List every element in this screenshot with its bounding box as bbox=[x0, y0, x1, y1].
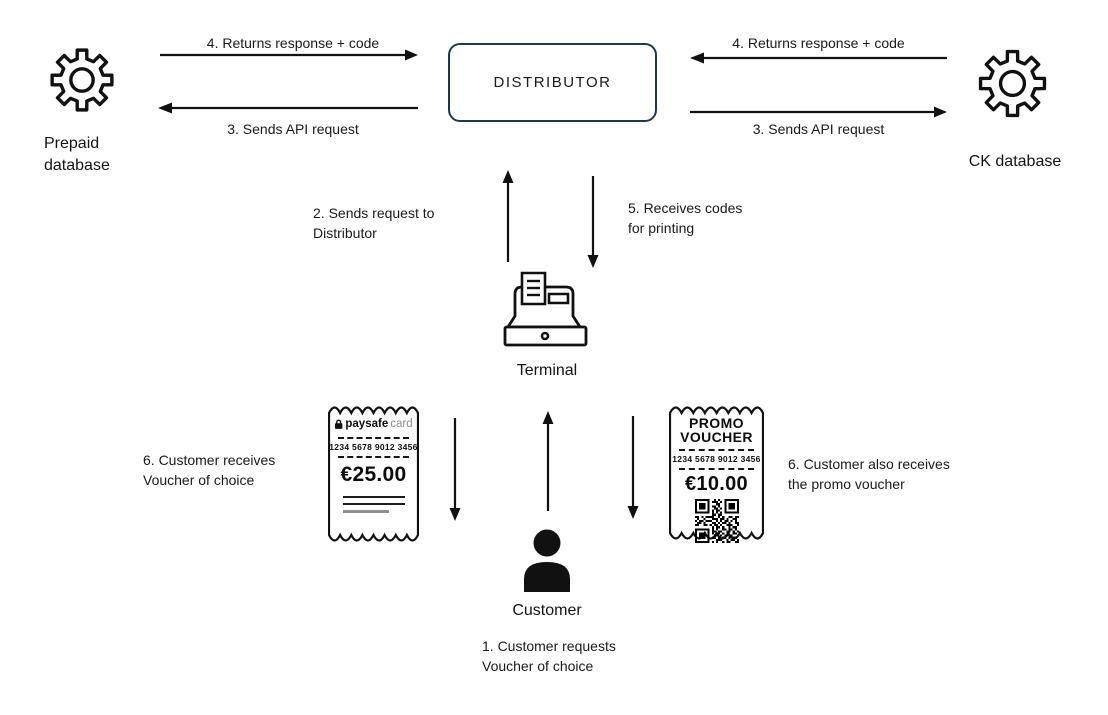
dashed-divider bbox=[338, 437, 409, 439]
arrow-customer-to-terminal bbox=[542, 411, 554, 511]
brand-name-light: card bbox=[390, 418, 413, 430]
arrow-prepaid-to-distributor bbox=[160, 49, 418, 61]
person-icon bbox=[524, 529, 570, 592]
arrow-terminal-to-customer-right bbox=[627, 416, 639, 519]
qr-code bbox=[694, 499, 739, 543]
dashed-divider bbox=[679, 449, 754, 451]
voucher-number: 1234 5678 9012 3456 bbox=[672, 454, 761, 464]
edge-label-customer-also-receives: 6. Customer also receives the promo vouc… bbox=[788, 456, 950, 492]
node-label-prepaid-database: Prepaid database bbox=[44, 135, 110, 174]
voucher-amount: €25.00 bbox=[340, 463, 407, 486]
node-distributor: DISTRIBUTOR bbox=[448, 43, 657, 122]
dashed-divider bbox=[338, 456, 409, 458]
node-label-ck-database: CK database bbox=[968, 153, 1062, 170]
receipt-outline bbox=[328, 406, 419, 542]
gear-icon bbox=[46, 44, 118, 116]
dashed-divider bbox=[679, 468, 754, 470]
edge-label-customer-requests: 1. Customer requests Voucher of choice bbox=[482, 638, 616, 674]
voucher-amount: €10.00 bbox=[685, 473, 748, 495]
arrow-ck-to-distributor bbox=[690, 52, 947, 64]
arrow-terminal-to-distributor bbox=[502, 170, 514, 262]
node-label-terminal: Terminal bbox=[516, 362, 578, 379]
node-label-distributor: DISTRIBUTOR bbox=[493, 74, 612, 91]
edge-label-returns-response-left: 4. Returns response + code bbox=[206, 35, 380, 51]
edge-label-sends-api-right: 3. Sends API request bbox=[752, 121, 885, 137]
lock-icon bbox=[335, 419, 343, 429]
arrow-distributor-to-ck bbox=[690, 106, 947, 118]
arrow-terminal-to-customer-left bbox=[449, 418, 461, 521]
edge-label-sends-api-left: 3. Sends API request bbox=[227, 121, 359, 137]
promo-voucher: PROMO VOUCHER 1234 5678 9012 3456 €10.00 bbox=[669, 404, 764, 543]
cash-register-icon bbox=[502, 271, 590, 349]
edge-label-returns-response-right: 4. Returns response + code bbox=[732, 35, 905, 51]
node-label-customer: Customer bbox=[512, 602, 582, 619]
arrow-distributor-to-terminal bbox=[587, 176, 599, 268]
arrow-distributor-to-prepaid bbox=[158, 102, 418, 114]
edge-label-receives-codes: 5. Receives codes for printing bbox=[628, 200, 743, 236]
edge-label-sends-request: 2. Sends request to Distributor bbox=[313, 205, 435, 241]
brand-name-bold: paysafe bbox=[345, 418, 389, 430]
gear-icon bbox=[974, 45, 1051, 122]
receipt-lines bbox=[342, 496, 405, 513]
edge-label-customer-receives: 6. Customer receives Voucher of choice bbox=[143, 452, 276, 488]
promo-voucher-title: PROMO VOUCHER bbox=[680, 415, 753, 445]
voucher-number: 1234 5678 9012 3456 bbox=[329, 442, 418, 452]
